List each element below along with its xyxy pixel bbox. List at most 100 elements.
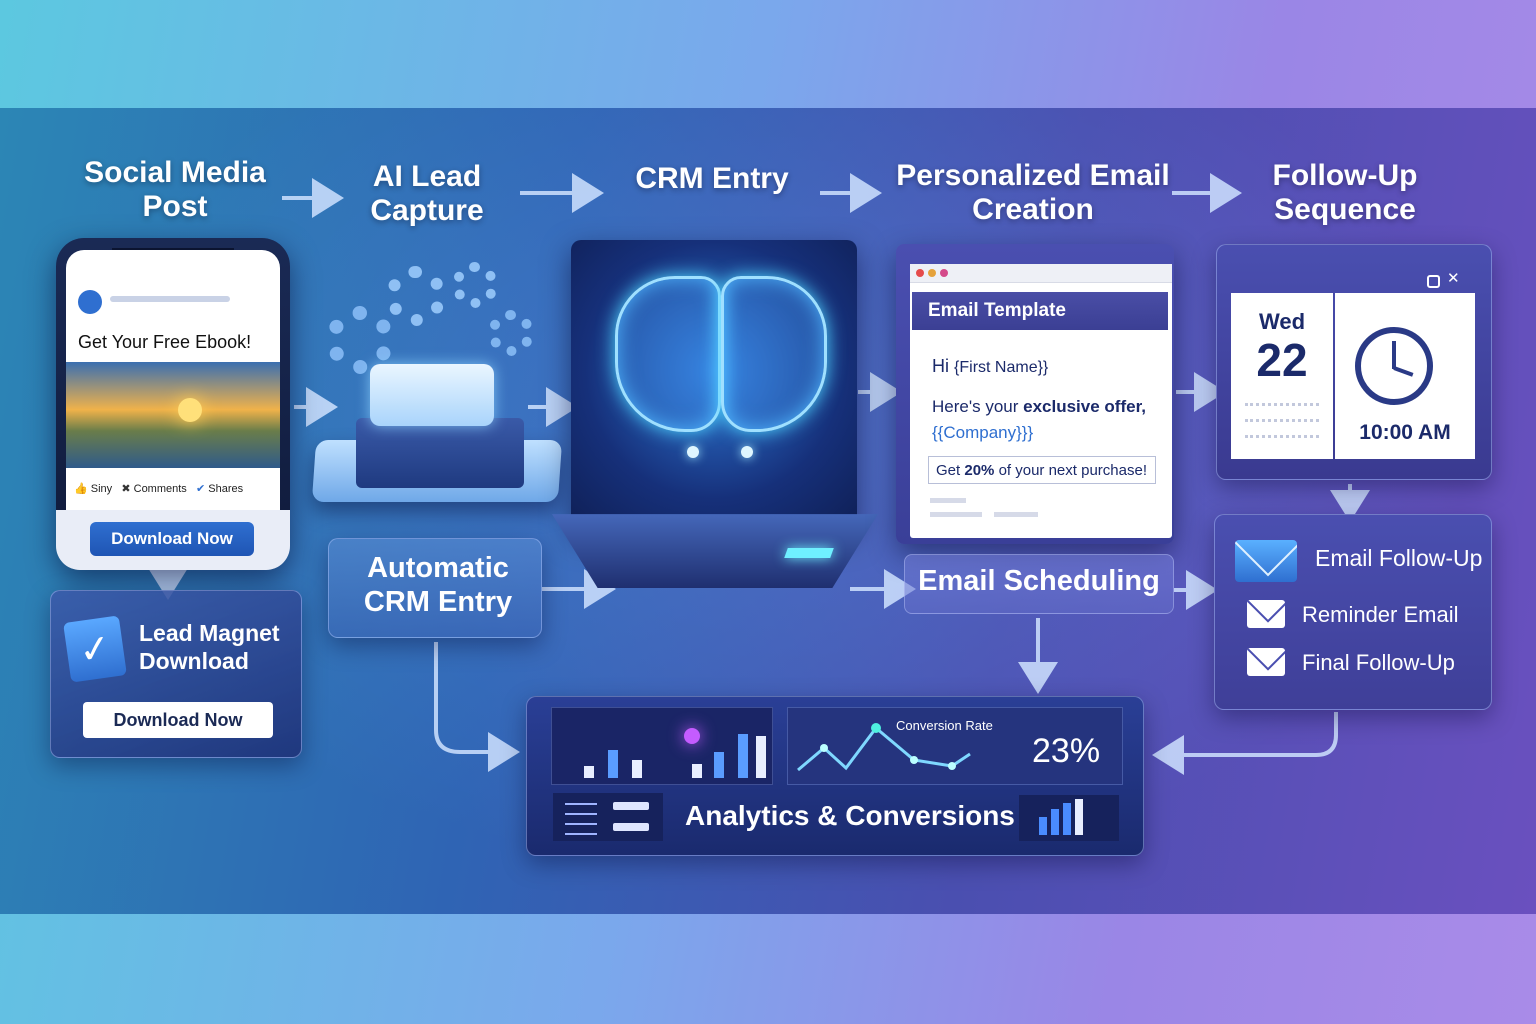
placeholder-line bbox=[994, 512, 1038, 517]
envelope-flap bbox=[1247, 600, 1285, 623]
mini-bar-chart-icon bbox=[1019, 795, 1119, 841]
step-title-ai-lead-capture: AI Lead Capture bbox=[370, 160, 484, 227]
glow-node bbox=[687, 446, 699, 458]
post-headline: Get Your Free Ebook! bbox=[78, 332, 252, 352]
calendar-grid-line bbox=[1245, 419, 1319, 426]
chart-bar bbox=[632, 760, 642, 778]
email-template-title: Email Template bbox=[928, 300, 1066, 321]
clock-hand-minute bbox=[1392, 341, 1396, 369]
comment-icon[interactable]: ✖ bbox=[121, 483, 131, 495]
arrow-followups-to-analytics bbox=[1152, 712, 1338, 775]
maximize-dot-icon[interactable] bbox=[940, 269, 948, 277]
chart-bar bbox=[608, 750, 618, 778]
step-title-crm-entry: CRM Entry bbox=[635, 162, 789, 195]
close-dot-icon[interactable] bbox=[916, 269, 924, 277]
email-offer-line: Here's your exclusive offer, {{Company}}… bbox=[932, 394, 1168, 446]
crm-pedestal bbox=[552, 514, 878, 588]
post-avatar bbox=[78, 290, 102, 314]
calendar-date: 22 bbox=[1256, 334, 1308, 386]
step-title-social-media-post: Social Media Post bbox=[84, 156, 266, 223]
phone-download-now-button[interactable]: Download Now bbox=[90, 522, 254, 556]
bar-chart-widget bbox=[551, 707, 773, 785]
calendar-date-card: Wed 22 bbox=[1231, 293, 1333, 459]
email-template-window: Email Template Hi {First Name}} Here's y… bbox=[896, 244, 1174, 544]
offer-line-prefix: Here's your bbox=[932, 397, 1019, 416]
stats-list-widget bbox=[553, 793, 663, 841]
calendar-panel: ✕ Wed 22 10:00 AM bbox=[1216, 244, 1492, 480]
calendar-grid-line bbox=[1245, 435, 1319, 442]
reaction-like-label: Siny bbox=[90, 483, 113, 495]
chart-point bbox=[910, 756, 918, 764]
gear-icon bbox=[326, 306, 394, 374]
highlight-point bbox=[684, 728, 700, 744]
stat-line bbox=[565, 823, 597, 835]
phone-screen: Get Your Free Ebook! 👍 Siny ✖ Comments ✔… bbox=[66, 250, 280, 518]
pedestal-light bbox=[784, 548, 834, 558]
automatic-crm-entry-panel: Automatic CRM Entry bbox=[328, 538, 542, 638]
conversion-rate-label: Conversion Rate bbox=[896, 718, 993, 733]
chart-point bbox=[871, 723, 881, 733]
placeholder-line bbox=[930, 512, 982, 517]
envelope-icon bbox=[1247, 600, 1285, 628]
chart-bar bbox=[584, 766, 594, 778]
calendar-grid-line bbox=[1245, 403, 1319, 410]
clock-hand-hour bbox=[1393, 366, 1414, 377]
lead-magnet-title: Lead Magnet Download bbox=[139, 620, 280, 674]
brain-icon-right bbox=[721, 276, 827, 432]
arrow-crm-to-analytics bbox=[434, 642, 520, 772]
glow-node bbox=[741, 446, 753, 458]
post-reactions-bar: 👍 Siny ✖ Comments ✔ Shares bbox=[74, 482, 274, 504]
offer-suffix: of your next purchase! bbox=[998, 462, 1147, 479]
follow-up-item-reminder: Reminder Email bbox=[1302, 602, 1459, 627]
lead-magnet-download-button[interactable]: Download Now bbox=[83, 702, 273, 738]
envelope-flap bbox=[1247, 648, 1285, 671]
conversion-line-chart bbox=[797, 723, 971, 772]
offer-prefix: Get bbox=[936, 462, 961, 479]
offer-line-bold: exclusive offer, bbox=[1023, 397, 1146, 416]
automatic-crm-entry-label: Automatic CRM Entry bbox=[363, 552, 513, 618]
close-icon[interactable]: ✕ bbox=[1447, 269, 1460, 287]
email-scheduling-label: Email Scheduling bbox=[918, 565, 1160, 597]
crm-brain-panel bbox=[571, 240, 857, 530]
calendar-clock-card: 10:00 AM bbox=[1335, 293, 1475, 459]
email-template-header: Email Template bbox=[912, 292, 1168, 330]
like-icon[interactable]: 👍 bbox=[74, 483, 88, 495]
stat-line bbox=[565, 803, 597, 815]
follow-up-item-final: Final Follow-Up bbox=[1302, 650, 1455, 675]
envelope-icon bbox=[1247, 648, 1285, 676]
post-image-sunset bbox=[66, 362, 280, 468]
gear-icon bbox=[488, 310, 534, 356]
phone-mockup: Get Your Free Ebook! 👍 Siny ✖ Comments ✔… bbox=[56, 238, 290, 570]
email-greeting: Hi {First Name}} bbox=[932, 356, 1162, 377]
placeholder-line bbox=[930, 498, 966, 503]
calendar-day: Wed bbox=[1258, 309, 1306, 334]
share-icon[interactable]: ✔ bbox=[195, 483, 206, 495]
offer-box: Get 20% of your next purchase! bbox=[928, 456, 1156, 484]
server-body bbox=[356, 418, 524, 488]
gear-icon bbox=[452, 262, 498, 308]
minimize-dot-icon[interactable] bbox=[928, 269, 936, 277]
conversion-rate-widget: Conversion Rate 23% bbox=[787, 707, 1123, 785]
step-title-follow-up-sequence: Follow-Up Sequence bbox=[1272, 159, 1418, 226]
chart-bar bbox=[1063, 803, 1071, 835]
chart-bar bbox=[756, 736, 766, 778]
chart-bar bbox=[1075, 799, 1083, 835]
chart-point bbox=[948, 762, 956, 770]
sun-icon bbox=[178, 398, 202, 422]
conversion-rate-value: 23% bbox=[1032, 732, 1101, 770]
chart-bar bbox=[714, 752, 724, 778]
reaction-shares-label: Shares bbox=[208, 483, 244, 495]
stat-value-block bbox=[613, 823, 649, 831]
window-restore-icon[interactable] bbox=[1427, 275, 1440, 288]
chart-bar bbox=[692, 764, 702, 778]
offer-percent: 20% bbox=[964, 462, 995, 479]
reaction-comments-label: Comments bbox=[133, 483, 187, 495]
brain-icon-left bbox=[615, 276, 721, 432]
email-scheduling-box: Email Scheduling bbox=[904, 554, 1174, 614]
document-check-icon: ✓ bbox=[63, 615, 127, 683]
calendar-titlebar: ✕ bbox=[1231, 269, 1475, 291]
greeting-variable: {First Name}} bbox=[954, 359, 1049, 376]
window-titlebar bbox=[910, 264, 1172, 283]
email-window-body: Email Template Hi {First Name}} Here's y… bbox=[910, 264, 1172, 538]
